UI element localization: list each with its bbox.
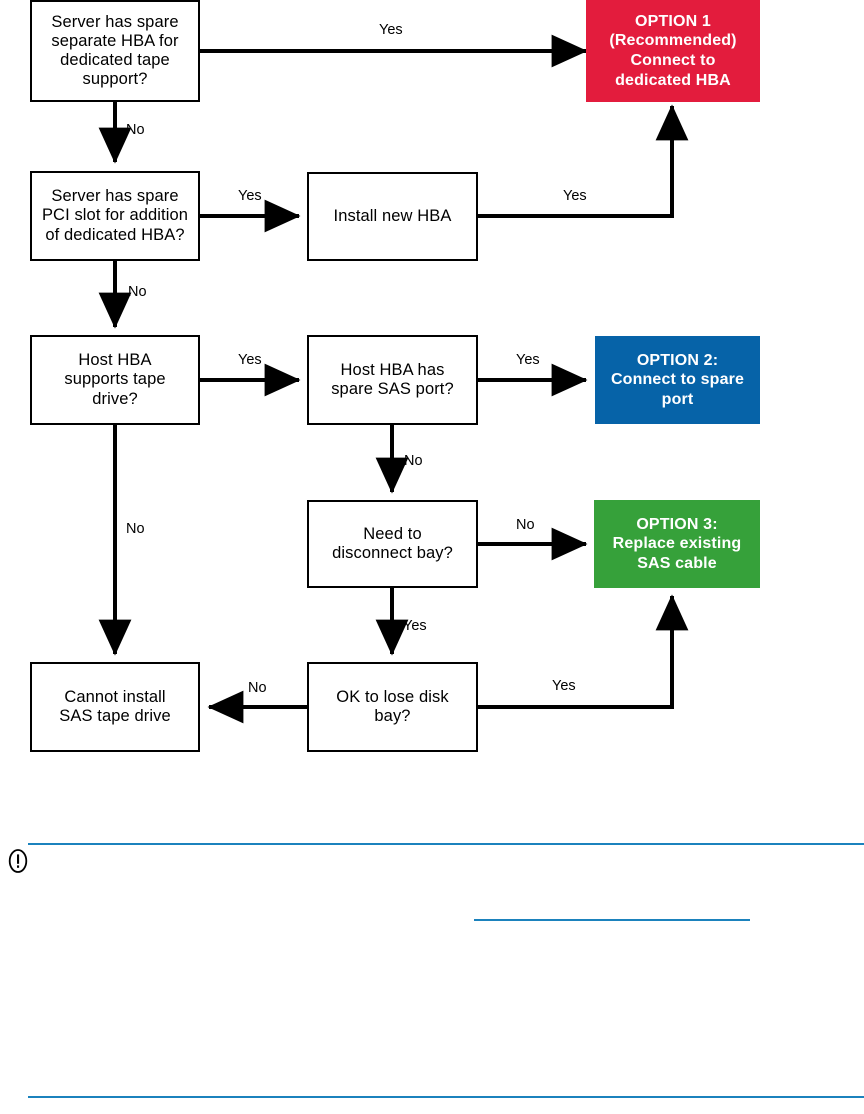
node-line: Host HBA has: [340, 360, 445, 379]
edge-label-install-yes: Yes: [563, 188, 587, 204]
node-host-hba-has-spare-sas-port: Host HBA has spare SAS port?: [307, 335, 478, 425]
edge-label-q6-yes: Yes: [552, 678, 576, 694]
node-ok-to-lose-disk-bay: OK to lose disk bay?: [307, 662, 478, 752]
option-line: dedicated HBA: [615, 71, 731, 89]
option-line: (Recommended): [609, 32, 737, 50]
edge-label-q2-no: No: [128, 284, 147, 300]
node-line: of dedicated HBA?: [45, 225, 185, 244]
edge-q6-yes: [478, 594, 689, 709]
node-option-3: OPTION 3: Replace existing SAS cable: [594, 500, 760, 588]
node-install-new-hba: Install new HBA: [307, 172, 478, 261]
option-line: OPTION 3:: [636, 515, 718, 533]
edge-label-q6-no: No: [248, 680, 267, 696]
node-cannot-install-sas-tape-drive: Cannot install SAS tape drive: [30, 662, 200, 752]
option-line: port: [661, 390, 694, 408]
node-line: Need to: [363, 524, 422, 543]
option-line: Replace existing: [612, 535, 742, 553]
edge-label-q1-yes: Yes: [379, 22, 403, 38]
note-inline-rule: [474, 919, 750, 921]
edge-install-yes: [478, 104, 689, 218]
node-line: OK to lose disk: [336, 687, 449, 706]
note-block: [0, 820, 864, 1114]
node-line: dedicated tape: [60, 51, 170, 69]
node-line: bay?: [374, 707, 411, 725]
option-line: SAS cable: [637, 554, 717, 572]
option-line: Connect to: [630, 52, 716, 69]
node-line: Server has spare: [51, 187, 179, 206]
option-line: OPTION 1: [635, 12, 711, 30]
edge-label-q3-yes: Yes: [238, 352, 262, 368]
edge-label-q5-yes: Yes: [403, 618, 427, 634]
option-line: OPTION 2:: [636, 351, 719, 369]
edge-label-q4-yes: Yes: [516, 352, 540, 368]
important-notice-icon: [8, 848, 28, 874]
node-line: spare SAS port?: [331, 380, 454, 398]
option-line: Connect to spare: [610, 371, 745, 389]
node-line: supports tape: [64, 370, 166, 389]
node-line: Cannot install: [64, 687, 166, 706]
node-line: SAS tape drive: [59, 707, 171, 725]
node-line: support?: [82, 70, 148, 89]
node-server-has-spare-hba: Server has spare separate HBA for dedica…: [30, 0, 200, 102]
node-need-to-disconnect-bay: Need to disconnect bay?: [307, 500, 478, 588]
node-line: disconnect bay?: [332, 544, 453, 562]
edge-label-q3-no: No: [126, 521, 145, 537]
node-line: separate HBA for: [51, 31, 179, 50]
node-server-has-spare-pci-slot: Server has spare PCI slot for addition o…: [30, 171, 200, 261]
note-bottom-rule: [28, 1096, 864, 1098]
node-line: Install new HBA: [333, 206, 452, 225]
edge-label-q1-no: No: [126, 122, 145, 138]
node-option-1: OPTION 1 (Recommended) Connect to dedica…: [586, 0, 760, 102]
node-line: drive?: [92, 389, 138, 408]
edge-label-q4-no: No: [404, 453, 423, 469]
flowchart-canvas: Server has spare separate HBA for dedica…: [30, 0, 760, 752]
flowchart-connectors: [98, 34, 689, 724]
node-line: PCI slot for addition: [41, 206, 189, 225]
node-option-2: OPTION 2: Connect to spare port: [595, 336, 760, 424]
edge-label-q5-no: No: [516, 517, 535, 533]
note-top-rule: [28, 843, 864, 845]
node-line: Server has spare: [51, 12, 179, 31]
edge-label-q2-yes: Yes: [238, 188, 262, 204]
node-line: Host HBA: [78, 351, 152, 370]
node-host-hba-supports-tape-drive: Host HBA supports tape drive?: [30, 335, 200, 425]
